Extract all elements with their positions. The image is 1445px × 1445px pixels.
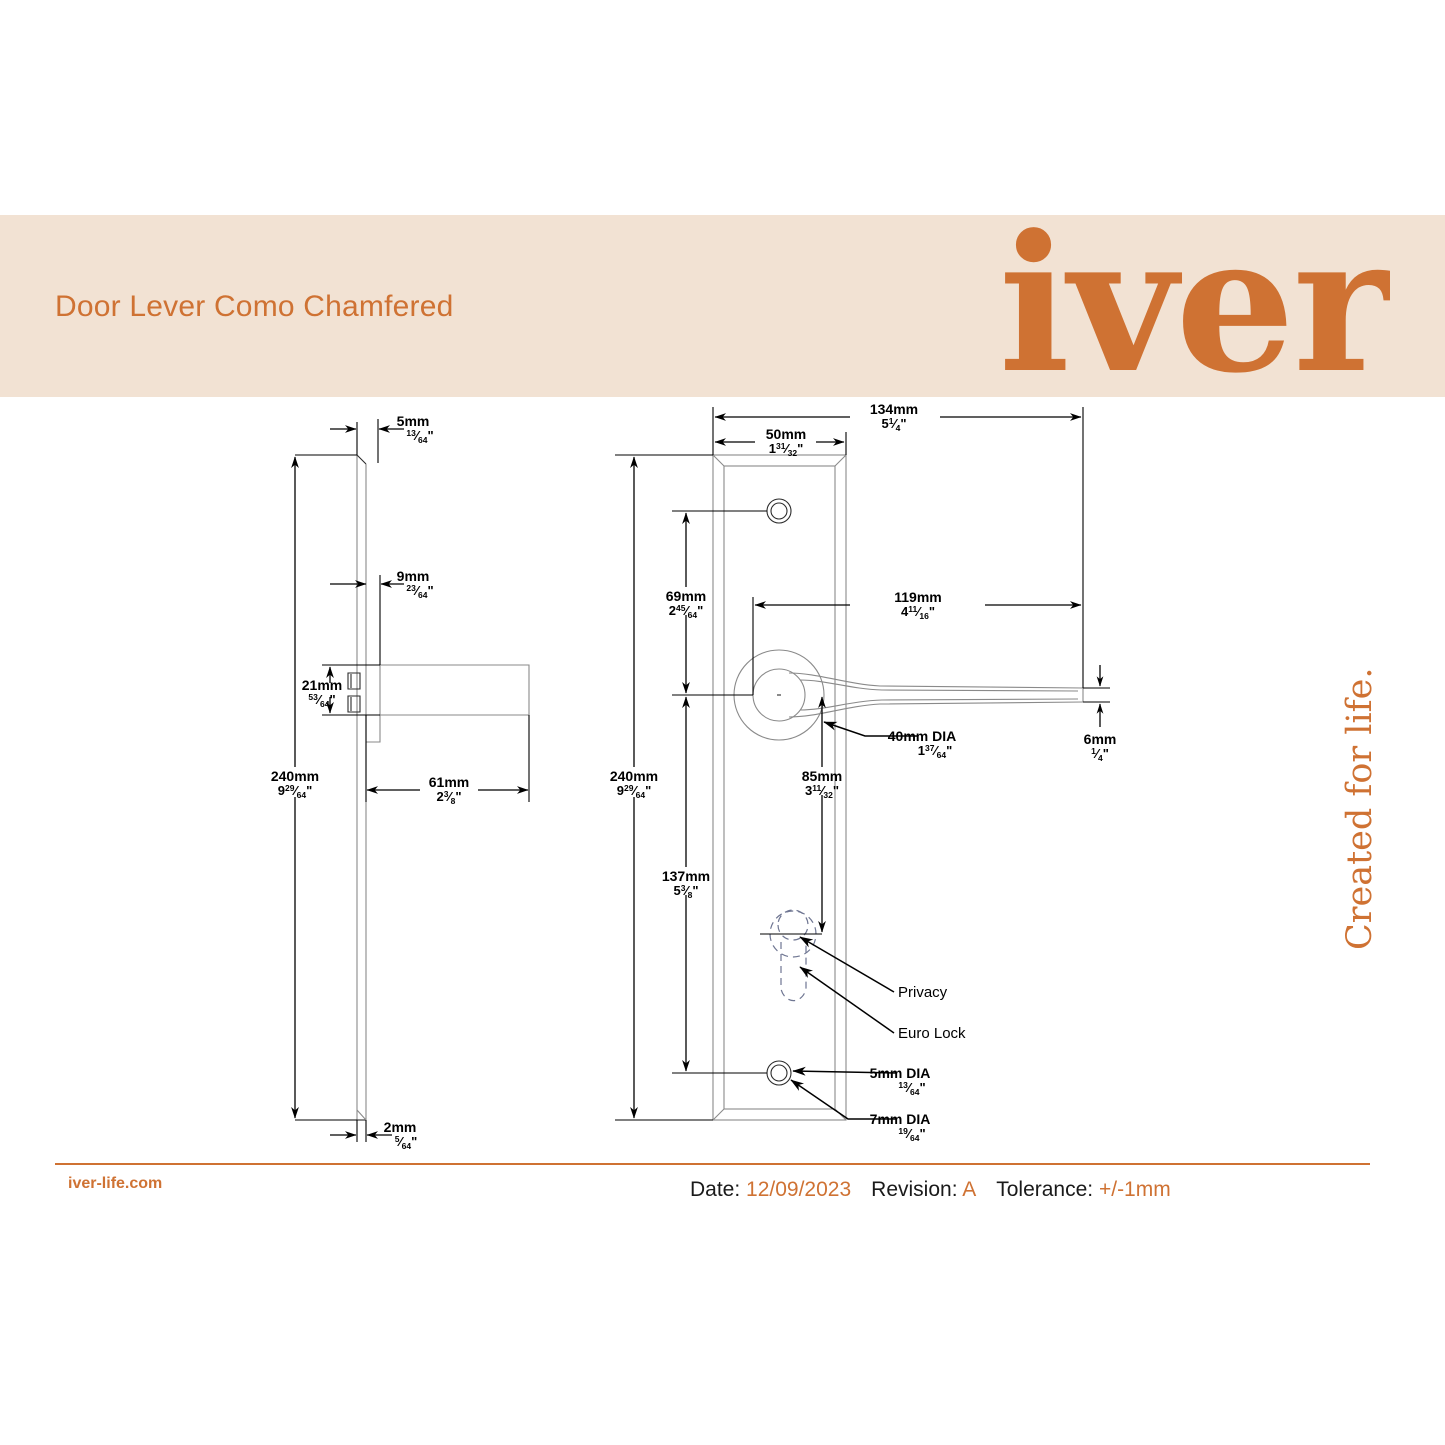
footer-tolerance-label: Tolerance:	[996, 1178, 1094, 1201]
dim-front-5mm-dia-mm: 5mm DIA	[870, 1065, 931, 1081]
dim-front-40mm-dia-mm: 40mm DIA	[888, 728, 956, 744]
footer-tolerance-value: +/-1mm	[1098, 1178, 1171, 1201]
footer-revision-group: Revision: A	[871, 1178, 976, 1201]
footer-revision-label: Revision:	[871, 1178, 958, 1201]
iver-logo: iver	[998, 212, 1390, 402]
dim-side-2mm-inch: 5⁄64"	[395, 1134, 418, 1151]
footer-metadata: Date: 12/09/2023 Revision: A Tolerance: +/…	[690, 1178, 1171, 1202]
dim-side-9mm-inch: 23⁄64"	[406, 583, 433, 600]
footer-divider	[55, 1163, 1370, 1165]
dim-front-50mm-inch: 131⁄32"	[769, 441, 804, 458]
dim-side-21mm-inch: 53⁄64"	[308, 692, 335, 709]
footer-date-value: 12/09/2023	[746, 1178, 852, 1201]
footer-website-link[interactable]: iver-life.com	[68, 1175, 163, 1192]
dim-front-85mm-inch: 311⁄32"	[805, 783, 839, 800]
dim-front-137mm-inch: 53⁄8"	[673, 883, 698, 900]
dim-side-9mm-mm: 9mm	[397, 568, 430, 584]
dim-front-7mm-dia-inch: 19⁄64"	[898, 1126, 925, 1143]
dim-side-2mm-mm: 2mm	[384, 1119, 417, 1135]
dim-front-6mm-inch: 1⁄4"	[1091, 746, 1109, 763]
dim-front-6mm-mm: 6mm	[1084, 731, 1117, 747]
dim-front-240mm-inch: 929⁄64"	[617, 783, 652, 800]
dim-side-21mm-mm: 21mm	[302, 677, 342, 693]
header-band	[0, 215, 1445, 397]
front-view-callouts: Privacy Euro Lock	[799, 936, 966, 1042]
dim-side-61mm-mm: 61mm	[429, 774, 469, 790]
dim-front-240mm-mm: 240mm	[610, 768, 658, 784]
dim-front-69mm-inch: 245⁄64"	[669, 603, 704, 620]
dim-front-137mm-mm: 137mm	[662, 868, 710, 884]
footer-date-label: Date:	[690, 1178, 741, 1201]
dim-front-7mm-dia-mm: 7mm DIA	[870, 1111, 931, 1127]
dim-side-240mm-inch: 929⁄64"	[278, 783, 313, 800]
dim-front-119mm-mm: 119mm	[894, 589, 941, 605]
dim-front-5mm-dia-inch: 13⁄64"	[898, 1080, 925, 1097]
dim-side-240mm-mm: 240mm	[271, 768, 319, 784]
front-view-geometry	[712, 454, 1084, 1121]
front-view-dimensions: 134mm 51⁄4" 50mm 131⁄32" 69mm 245⁄64" 11…	[610, 401, 1116, 1143]
dim-front-50mm-mm: 50mm	[766, 426, 806, 442]
dim-front-69mm-mm: 69mm	[666, 588, 706, 604]
side-view-dimensions: 5mm 13⁄64" 9mm 23⁄64" 21mm 53⁄64" 240mm …	[271, 413, 530, 1151]
callout-euro-lock-label: Euro Lock	[898, 1025, 966, 1042]
footer-tolerance-group: Tolerance: +/-1mm	[996, 1178, 1171, 1201]
dim-side-5mm-mm: 5mm	[397, 413, 430, 429]
dim-front-85mm-mm: 85mm	[802, 768, 842, 784]
dim-front-134mm-mm: 134mm	[870, 401, 918, 417]
dim-side-5mm-inch: 13⁄64"	[406, 428, 433, 445]
dim-front-134mm-inch: 51⁄4"	[881, 416, 906, 433]
page-title: Door Lever Como Chamfered	[55, 290, 454, 323]
callout-privacy-label: Privacy	[898, 984, 948, 1001]
dim-front-40mm-dia-inch: 137⁄64"	[918, 743, 953, 760]
footer-date-group: Date: 12/09/2023	[690, 1178, 851, 1201]
footer-revision-value: A	[962, 1178, 977, 1201]
dim-side-61mm-inch: 23⁄8"	[436, 789, 461, 806]
dim-front-119mm-inch: 411⁄16"	[901, 604, 935, 621]
drawing-canvas: .obj { fill:none; stroke:#2b2b2b; stroke…	[271, 401, 1116, 1151]
